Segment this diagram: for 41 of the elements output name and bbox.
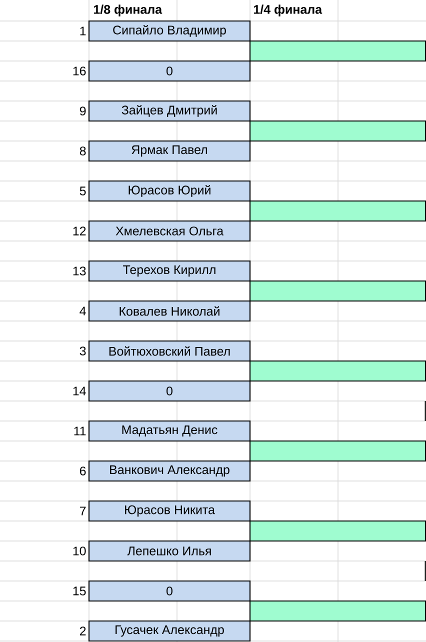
player-box: Лепешко Илья (88, 540, 251, 562)
player-box: Юрасов Никита (88, 500, 251, 522)
player-box: Хмелевская Ольга (88, 220, 251, 242)
player-box: Терехов Кирилл (88, 260, 251, 282)
seed-number: 15 (73, 586, 86, 596)
empty-box (249, 360, 426, 382)
player-box: Юрасов Юрий (88, 180, 251, 202)
player-box: 0 (88, 580, 251, 602)
seed-number: 11 (74, 426, 86, 436)
empty-box (249, 200, 426, 222)
seed-number: 4 (80, 306, 86, 316)
seed-number: 12 (73, 226, 86, 236)
empty-box (249, 280, 426, 302)
player-box: 0 (88, 60, 251, 82)
player-box: Зайцев Дмитрий (88, 100, 251, 122)
seed-number: 14 (73, 386, 86, 396)
seed-number: 13 (73, 266, 86, 276)
player-box: Ковалев Николай (88, 300, 251, 322)
player-box: Мадатьян Денис (88, 420, 251, 442)
player-box: 0 (88, 380, 251, 402)
column-heading: 1/4 финала (254, 4, 322, 16)
empty-box (249, 600, 426, 622)
player-box: Ванкович Александр (88, 460, 251, 482)
empty-box (249, 120, 426, 142)
seed-number: 10 (73, 546, 86, 556)
seed-number: 8 (80, 146, 86, 156)
seed-number: 5 (80, 186, 86, 196)
seed-number: 2 (80, 626, 86, 636)
seed-number: 3 (80, 346, 86, 356)
player-box: Сипайло Владимир (88, 20, 251, 42)
seed-number: 6 (80, 466, 86, 476)
seed-number: 1 (80, 26, 86, 36)
player-box: Гусачек Александр (88, 620, 251, 642)
seed-number: 16 (73, 66, 86, 76)
player-box: Войтюховский Павел (88, 340, 251, 362)
seed-number: 7 (80, 506, 86, 516)
empty-box (249, 520, 426, 542)
empty-box (249, 440, 426, 462)
player-box: Ярмак Павел (88, 140, 251, 162)
empty-box (249, 40, 426, 62)
seed-number: 9 (80, 106, 86, 116)
